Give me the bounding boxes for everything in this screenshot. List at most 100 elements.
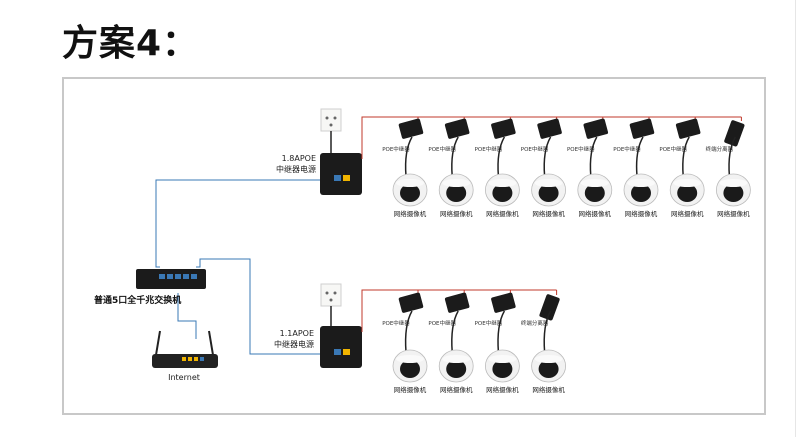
switch-port-icon (167, 274, 173, 279)
network-switch: 普通5口全千兆交换机 (94, 269, 206, 306)
camera-cap (719, 179, 748, 187)
camera-cap (442, 355, 471, 363)
poe-repeater-box (675, 118, 701, 139)
camera-lens (492, 360, 513, 378)
camera-lens (446, 184, 467, 202)
repeater-label: 终端分离器 (706, 145, 734, 153)
camera-label: 网络摄像机 (486, 385, 519, 394)
router-antenna (208, 330, 214, 356)
switch-port-icon (175, 274, 181, 279)
outlet-hole-icon (325, 291, 329, 295)
wall-outlet-2 (320, 283, 342, 307)
camera-cable (451, 310, 459, 353)
outlet-hole-icon (329, 123, 333, 127)
group2-power: 1.1APOE 中继器电源 (274, 283, 362, 368)
camera-label: 网络摄像机 (625, 209, 658, 218)
poe-repeater-box (444, 118, 470, 139)
router-label: Internet (168, 373, 200, 382)
router-port-icon (194, 357, 198, 361)
lan-port-icon (334, 349, 341, 355)
poe-repeater-box (491, 292, 516, 313)
camera-lens (400, 360, 420, 378)
repeater-label: POE中继器 (382, 145, 410, 153)
camera-cap (627, 179, 655, 187)
camera-cap (673, 179, 702, 187)
camera-cap (580, 179, 609, 187)
cable-switch-to-power1 (155, 179, 324, 268)
camera-cable (682, 136, 690, 177)
camera-cable (497, 310, 506, 353)
network-cables (155, 179, 324, 355)
camera-label: 网络摄像机 (671, 209, 704, 218)
outlet-hole-icon (329, 298, 333, 302)
repeater-label: 终端分离器 (521, 319, 549, 327)
poe-repeater-box (583, 118, 609, 139)
camera-cable (497, 136, 506, 177)
power-label-1b: 中继器电源 (276, 164, 316, 174)
camera-cable (404, 136, 413, 177)
wall-outlet-1 (320, 108, 342, 132)
camera-cap (534, 355, 563, 363)
power-cable-trunk (361, 289, 557, 332)
camera-lens (492, 184, 513, 202)
router-port-icon (182, 357, 186, 361)
terminal-splitter (724, 120, 745, 147)
group1-power: 1.8APOE 中继器电源 (276, 108, 362, 195)
camera-cable (451, 136, 459, 177)
camera-row-2: POE中继器网络摄像机POE中继器网络摄像机POE中继器网络摄像机终端分离器网络… (361, 289, 567, 394)
switch-port-icon (159, 274, 165, 279)
camera-label: 网络摄像机 (440, 385, 473, 394)
camera-lens (584, 184, 605, 202)
poe-power-supply-2 (320, 326, 362, 368)
cable-switch-to-router (177, 293, 197, 339)
router: Internet (152, 330, 218, 382)
poe-repeater-box (629, 118, 655, 139)
camera-label: 网络摄像机 (532, 385, 565, 394)
router-port-icon (188, 357, 192, 361)
network-topology-diagram: 1.8APOE 中继器电源 1.1APOE 中继器电源 普通5口全千兆交换机 (94, 108, 751, 394)
poe-repeater-box (537, 118, 562, 139)
camera-lens (723, 184, 744, 202)
poe-repeater-box (398, 292, 424, 313)
poe-repeater-box (398, 118, 424, 139)
camera-cable (728, 136, 737, 177)
camera-cap (396, 179, 424, 187)
repeater-label: POE中继器 (613, 145, 641, 153)
outlet-hole-icon (325, 116, 329, 120)
repeater-label: POE中继器 (475, 145, 503, 153)
power-label-2b: 中继器电源 (274, 339, 314, 349)
repeater-label: POE中继器 (521, 145, 549, 153)
repeater-label: POE中继器 (382, 319, 410, 327)
camera-cap (534, 179, 563, 187)
outlet-hole-icon (333, 116, 337, 120)
camera-label: 网络摄像机 (486, 209, 519, 218)
repeater-label: POE中继器 (428, 319, 456, 327)
camera-label: 网络摄像机 (440, 209, 473, 218)
outlet-hole-icon (333, 291, 337, 295)
camera-label: 网络摄像机 (394, 385, 427, 394)
camera-label: 网络摄像机 (532, 209, 565, 218)
camera-cable (404, 310, 413, 353)
camera-label: 网络摄像机 (717, 209, 750, 218)
poe-repeater-box (444, 292, 470, 313)
poe-port-icon (343, 349, 350, 355)
camera-cable (543, 310, 552, 353)
camera-label: 网络摄像机 (579, 209, 612, 218)
poe-port-icon (343, 175, 350, 181)
edge-divider (795, 0, 796, 437)
poe-power-supply-1 (320, 153, 362, 195)
power-label-1a: 1.8APOE (282, 154, 316, 163)
terminal-splitter (539, 294, 560, 321)
camera-lens (446, 360, 467, 378)
camera-cable (543, 136, 552, 177)
switch-label: 普通5口全千兆交换机 (94, 294, 181, 306)
camera-cap (442, 179, 471, 187)
camera-cap (396, 355, 424, 363)
diagram-frame: 1.8APOE 中继器电源 1.1APOE 中继器电源 普通5口全千兆交换机 (62, 77, 766, 415)
switch-port-icon (183, 274, 189, 279)
router-antenna (155, 330, 161, 356)
power-cable-trunk (361, 116, 742, 159)
camera-lens (677, 184, 698, 202)
camera-cap (488, 355, 517, 363)
